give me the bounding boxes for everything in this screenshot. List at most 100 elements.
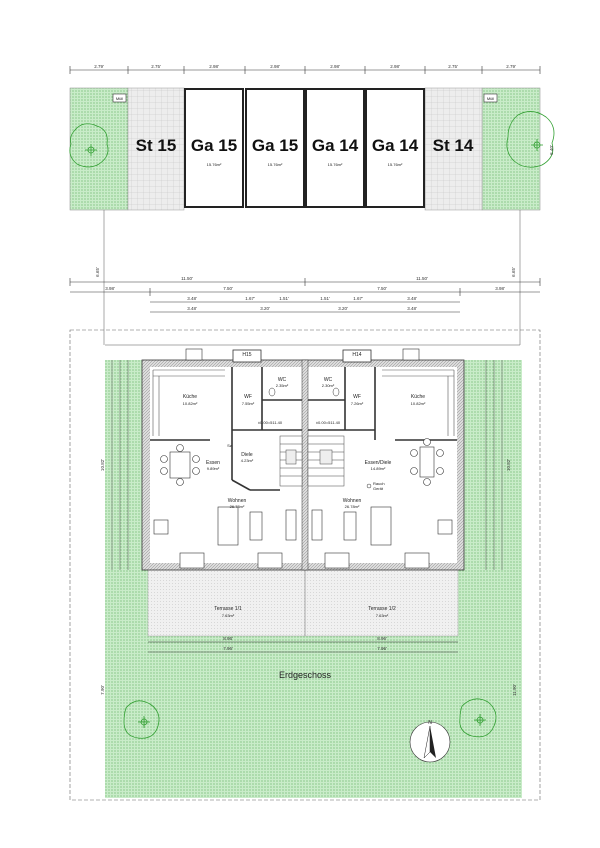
dim-top-8: 2.79': [506, 64, 516, 69]
vertical-dimension-right: [485, 360, 503, 570]
living-furniture-right: [311, 506, 453, 546]
dim-row2-4: 3.98': [495, 286, 505, 291]
room-area-wf-left: 7.55m²: [242, 401, 255, 406]
tree-icon-top-right: [506, 111, 555, 168]
garage-area-3: 15.76m²: [328, 162, 343, 167]
door-terrace-4: [404, 552, 430, 569]
staircase-right: [307, 435, 345, 487]
parking-strip: Müll Müll St 15 Ga 15 Ga 15 Ga 14 Ga 14 …: [69, 87, 555, 211]
garage-area-1: 15.76m²: [207, 162, 222, 167]
dim-bottom-2-left: 7.96': [223, 646, 233, 651]
bin-label-left: Müll: [116, 96, 123, 101]
room-area-terrasse-1: 7.63m²: [222, 613, 235, 618]
entry-porch-h15: [232, 349, 262, 363]
entrance-label-h14: H14: [352, 352, 361, 358]
tree-icon-top-left: [69, 123, 109, 168]
bin-label-right: Müll: [487, 96, 494, 101]
room-name-wohnen-right: Wohnen: [343, 498, 362, 504]
room-area-essen: 9.89m²: [207, 466, 220, 471]
dim-vertical-right: 10.82': [506, 459, 511, 471]
space-label-st15: St 15: [136, 136, 177, 155]
dim-vertical-left: 10.82': [100, 459, 105, 471]
room-area-wc-right: 2.30m²: [322, 383, 335, 388]
dim-bottom-2-right: 7.96': [377, 646, 387, 651]
staircase-left: [279, 435, 303, 487]
green-strip-left: [69, 87, 129, 211]
door-terrace-2: [257, 552, 283, 569]
floor-title: Erdgeschoss: [279, 670, 332, 680]
space-label-st14: St 14: [433, 136, 474, 155]
dim-row3-4: 1.51': [320, 296, 330, 301]
room-area-wohnen-left: 26.78m²: [230, 504, 245, 509]
room-area-essen-diele: 14.89m²: [371, 466, 386, 471]
party-wall: [301, 359, 309, 571]
entry-porch-h14: [342, 349, 372, 363]
garage-ga14-b: [365, 88, 425, 208]
dim-row2-3: 7.50': [377, 286, 387, 291]
room-area-kueche-left: 10.82m²: [183, 401, 198, 406]
entrance-label-h15: H15: [242, 352, 251, 358]
room-name-terrasse-2: Terrasse 1/2: [368, 606, 396, 612]
dim-left-bottom: 7.90': [100, 685, 105, 695]
dim-row3-1: 3.48': [187, 296, 197, 301]
dim-gap-left: 6.65': [95, 267, 100, 277]
bottom-dimensions: [148, 641, 458, 653]
terrace-paving: [147, 567, 459, 637]
door-terrace-3: [324, 552, 350, 569]
dim-half-left: 11.50': [181, 276, 193, 281]
room-area-diele: 4.23m²: [241, 458, 254, 463]
bin-box-left: [112, 93, 127, 103]
toilet-left: [268, 387, 276, 397]
room-name-diele: Diele: [241, 452, 253, 458]
gap-dimension: [103, 210, 521, 345]
dim-row3-5: 1.67': [353, 296, 363, 301]
house: H15 H14: [141, 348, 465, 571]
green-strip-right: [481, 87, 541, 211]
sensor-label-2: Gerät: [373, 486, 384, 491]
dim-depth-right: 6.40': [549, 145, 554, 155]
dim-row4-1: 3.48': [187, 306, 197, 311]
dim-top-4: 2.98': [270, 64, 280, 69]
dim-right-bottom: 11.90': [512, 684, 517, 696]
room-name-wohnen-left: Wohnen: [228, 498, 247, 504]
smoke-detector-icon: [366, 483, 372, 489]
room-name-essen-diele: Essen/Diele: [365, 460, 392, 466]
kitchen-counter-left: [152, 369, 225, 436]
level-marker-left: ±0.00=511.40: [258, 420, 283, 425]
dim-top-3: 2.98': [209, 64, 219, 69]
dim-row2-2: 7.50': [223, 286, 233, 291]
space-label-ga15-a: Ga 15: [191, 136, 237, 155]
north-arrow-icon: [409, 721, 451, 763]
garage-area-2: 15.76m²: [268, 162, 283, 167]
note-sz: Sz.: [227, 443, 233, 448]
dim-row3-2: 1.67': [245, 296, 255, 301]
dim-row4-4: 3.48': [407, 306, 417, 311]
room-area-terrasse-2: 7.63m²: [376, 613, 389, 618]
dim-half-right: 11.50': [416, 276, 428, 281]
garage-area-4: 15.76m²: [388, 162, 403, 167]
dining-table-right: [410, 438, 444, 486]
room-name-wf-right: WF: [353, 394, 361, 400]
toilet-right: [332, 387, 340, 397]
dim-gap-right: 6.65': [511, 267, 516, 277]
tree-icon-bottom-right: [459, 698, 497, 738]
room-name-wc-left: WC: [278, 377, 287, 383]
room-name-wc-right: WC: [324, 377, 333, 383]
dim-row3-3: 1.51': [279, 296, 289, 301]
space-label-ga14-b: Ga 14: [372, 136, 419, 155]
room-area-wohnen-right: 26.78m²: [345, 504, 360, 509]
room-area-wf-right: 7.26m²: [351, 401, 364, 406]
bin-box-right: [483, 93, 498, 103]
dim-top-6: 2.98': [390, 64, 400, 69]
room-name-kueche-right: Küche: [411, 394, 425, 400]
dining-table-left: [160, 444, 200, 486]
north-label: N: [428, 720, 432, 726]
room-area-wc-left: 2.35m²: [276, 383, 289, 388]
room-name-wf-left: WF: [244, 394, 252, 400]
garage-ga15-b: [245, 88, 305, 208]
window-top-left: [185, 348, 203, 361]
vertical-dimension-left: [111, 360, 129, 570]
parking-space-st15: [127, 87, 185, 211]
garage-ga15-a: [184, 88, 244, 208]
